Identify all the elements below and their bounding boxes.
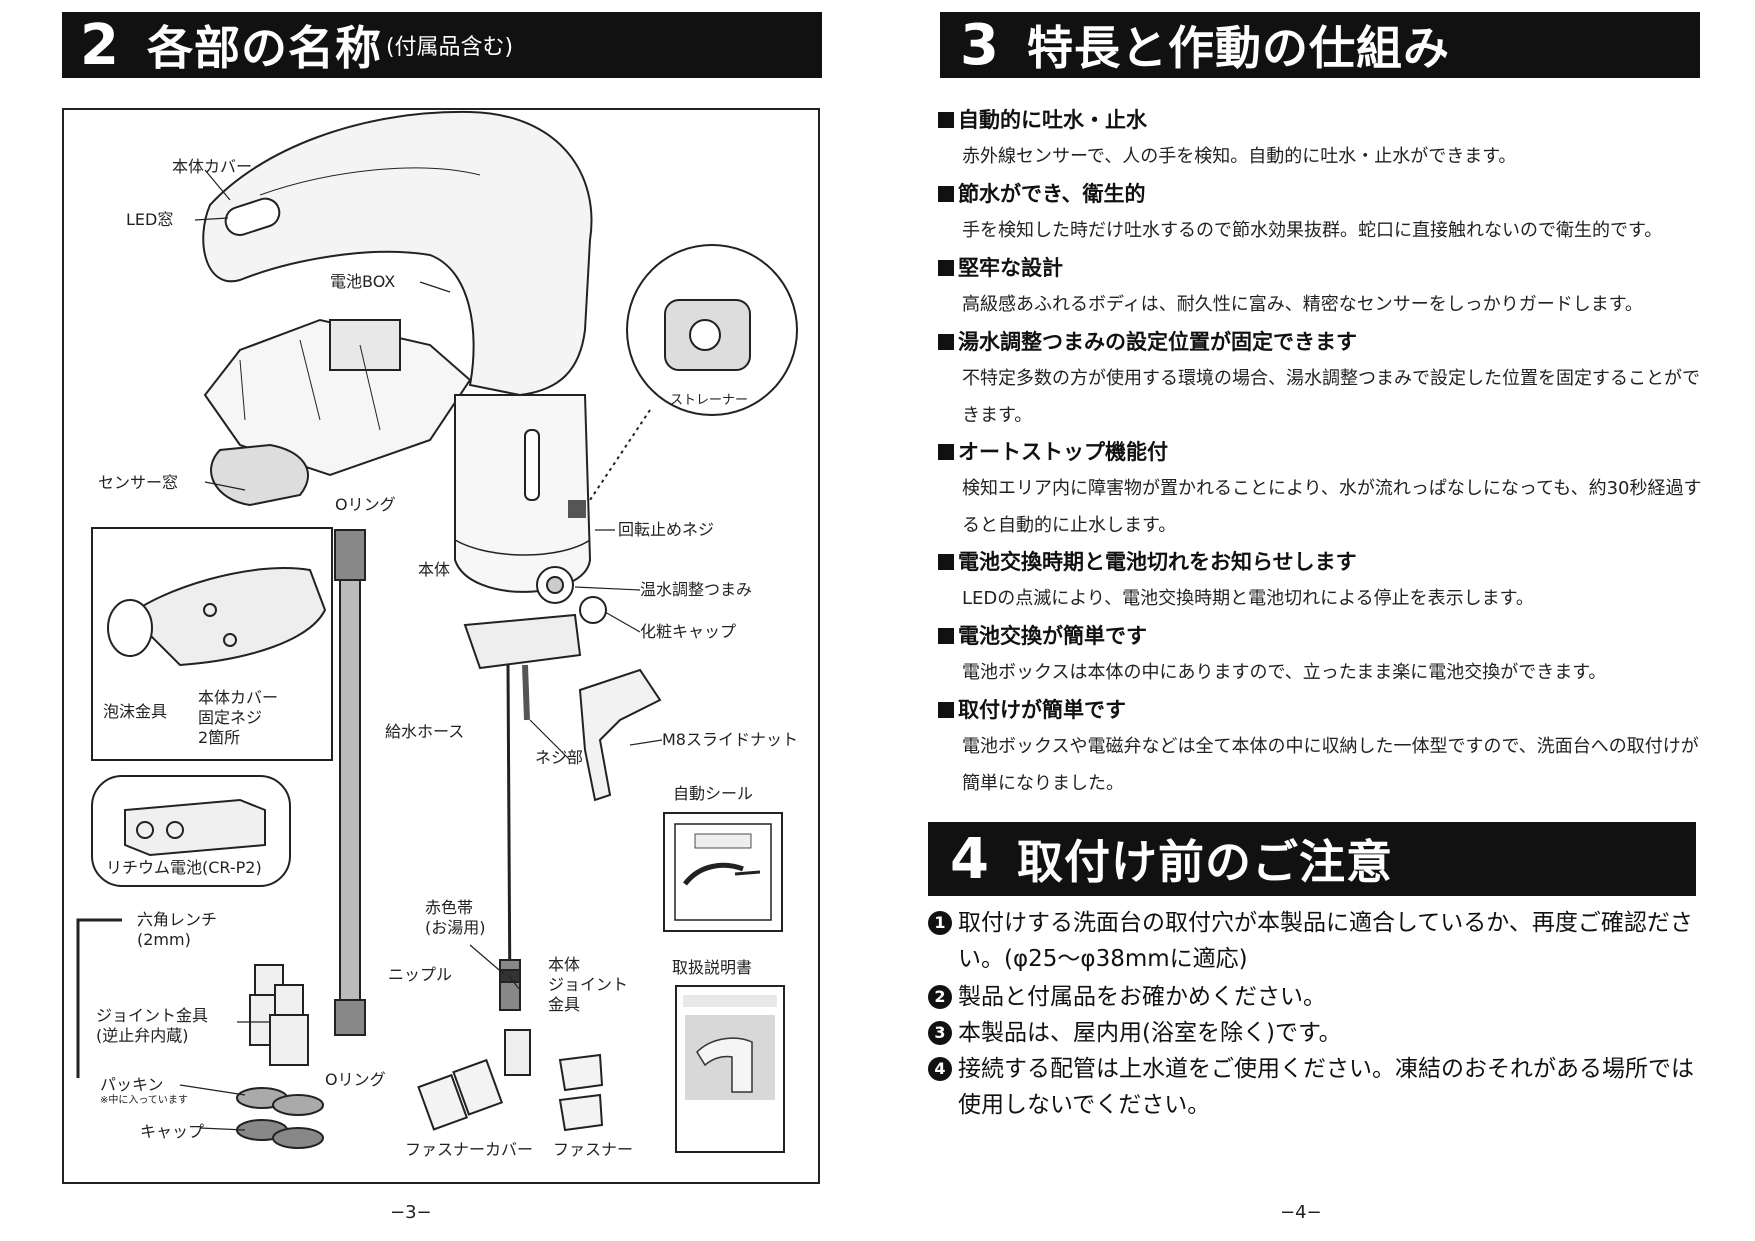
label-body-joint: 本体 ジョイント 金具 [548, 955, 629, 1014]
section4-banner: 4 取付け前のご注意 [928, 822, 1696, 896]
label-nipple: ニップル [388, 965, 453, 984]
precaution-item: 1 取付けする洗面台の取付穴が本製品に適合しているか、再度ご確認ださい。(φ25… [928, 905, 1698, 977]
section3-number: 3 [960, 12, 999, 78]
label-manual: 取扱説明書 [672, 958, 753, 977]
section2-title: 各部の名称 [146, 21, 382, 75]
section3-title: 特長と作動の仕組み [1026, 21, 1450, 75]
label-sensor-window: センサー窓 [98, 473, 179, 492]
label-battery-box: 電池BOX [330, 272, 396, 291]
packing-drawing [236, 1087, 324, 1149]
label-body-cover: 本体カバー [172, 157, 253, 176]
label-joint-fitting: ジョイント金具 (逆止弁内蔵) [96, 1006, 209, 1045]
main-body-drawing [454, 394, 592, 593]
supply-hose-drawing [339, 544, 361, 1031]
feature-body: 手を検知した時だけ吐水するので節水効果抜群。蛇口に直接触れないので衛生的です。 [962, 220, 1663, 241]
label-red-band: 赤色帯 (お湯用) [425, 898, 486, 937]
feature-heading: 自動的に吐水・止水 [938, 104, 1147, 134]
feature-body: LEDの点滅により、電池交換時期と電池切れによる停止を表示します。 [962, 588, 1534, 609]
feature-body: 不特定多数の方が使用する環境の場合、湯水調整つまみで設定した位置を固定することが… [962, 368, 1700, 426]
fastener-cover-drawing [417, 1058, 504, 1131]
label-temp-knob: 温水調整つまみ [640, 580, 753, 599]
label-o-ring-bottom: Oリング [325, 1070, 386, 1089]
label-strainer: ストレーナー [670, 393, 749, 408]
label-m8-nut: M8スライドナット [662, 730, 798, 749]
base-plate-drawing [463, 613, 582, 670]
label-led-window: LED窓 [126, 210, 174, 229]
feature-body: 検知エリア内に障害物が置かれることにより、水が流れっぱなしになっても、約30秒経… [962, 478, 1702, 536]
precaution-item: 2 製品と付属品をお確かめください。 [928, 979, 1698, 1015]
feature-heading: 電池交換時期と電池切れをお知らせします [938, 546, 1357, 576]
feature-body: 電池ボックスは本体の中にありますので、立ったまま楽に電池交換ができます。 [962, 662, 1607, 683]
page-number-left: −3− [390, 1202, 432, 1223]
parts-diagram-frame [62, 108, 820, 1184]
label-foam-fitting: 泡沫金具 [103, 702, 168, 721]
label-cosmetic-cap: 化粧キャップ [640, 622, 737, 641]
label-cover-screw: 本体カバー 固定ネジ 2箇所 [198, 688, 279, 747]
precaution-item: 3 本製品は、屋内用(浴室を除く)です。 [928, 1015, 1698, 1051]
section2-banner: 2 各部の名称 (付属品含む) [62, 12, 822, 78]
feature-heading: 節水ができ、衛生的 [938, 178, 1146, 208]
label-o-ring-top: Oリング [335, 495, 396, 514]
hex-wrench-drawing [76, 918, 122, 1078]
led-window-drawing [224, 197, 281, 237]
feature-heading: オートストップ機能付 [938, 436, 1168, 466]
label-fastener: ファスナー [553, 1140, 634, 1159]
section3-banner: 3 特長と作動の仕組み [940, 12, 1700, 78]
manual-image [675, 985, 785, 1153]
feature-body: 高級感あふれるボディは、耐久性に富み、精密なセンサーをしっかりガードします。 [962, 294, 1643, 315]
precaution-item: 4 接続する配管は上水道をご使用ください。凍結のおそれがある場所では使用しないで… [928, 1051, 1698, 1123]
label-battery: リチウム電池(CR-P2) [106, 858, 262, 877]
fastener-drawing [558, 1053, 604, 1132]
auto-sticker-image [663, 812, 783, 932]
label-cap: キャップ [140, 1122, 205, 1141]
label-auto-sticker: 自動シール [673, 784, 754, 803]
feature-heading: 堅牢な設計 [938, 252, 1063, 282]
section2-number: 2 [80, 12, 119, 78]
feature-heading: 取付けが簡単です [938, 694, 1126, 724]
label-thread-part: ネジ部 [535, 748, 584, 767]
feature-body: 電池ボックスや電磁弁などは全て本体の中に収納した一体型ですので、洗面台への取付け… [962, 736, 1699, 794]
cosmetic-cap-drawing [579, 596, 607, 624]
label-supply-hose: 給水ホース [385, 722, 465, 741]
label-main-body: 本体 [418, 560, 451, 579]
label-fastener-cover: ファスナーカバー [405, 1140, 534, 1159]
feature-body: 赤外線センサーで、人の手を検知。自動的に吐水・止水ができます。 [962, 146, 1517, 167]
section4-number: 4 [950, 826, 989, 892]
label-rotation-screw: 回転止めネジ [618, 520, 715, 539]
joint-fittings-drawing [249, 964, 309, 1066]
label-packing: パッキン ※中に入っています [100, 1075, 188, 1106]
m8-nut-drawing [578, 668, 662, 802]
page-number-right: −4− [1280, 1202, 1322, 1223]
sensor-window-drawing [210, 443, 310, 507]
feature-heading: 湯水調整つまみの設定位置が固定できます [938, 326, 1357, 356]
feature-heading: 電池交換が簡単です [938, 620, 1147, 650]
section4-title: 取付け前のご注意 [1016, 835, 1393, 889]
section2-subtitle: (付属品含む) [385, 35, 514, 60]
label-hex-wrench: 六角レンチ (2mm) [137, 910, 218, 949]
